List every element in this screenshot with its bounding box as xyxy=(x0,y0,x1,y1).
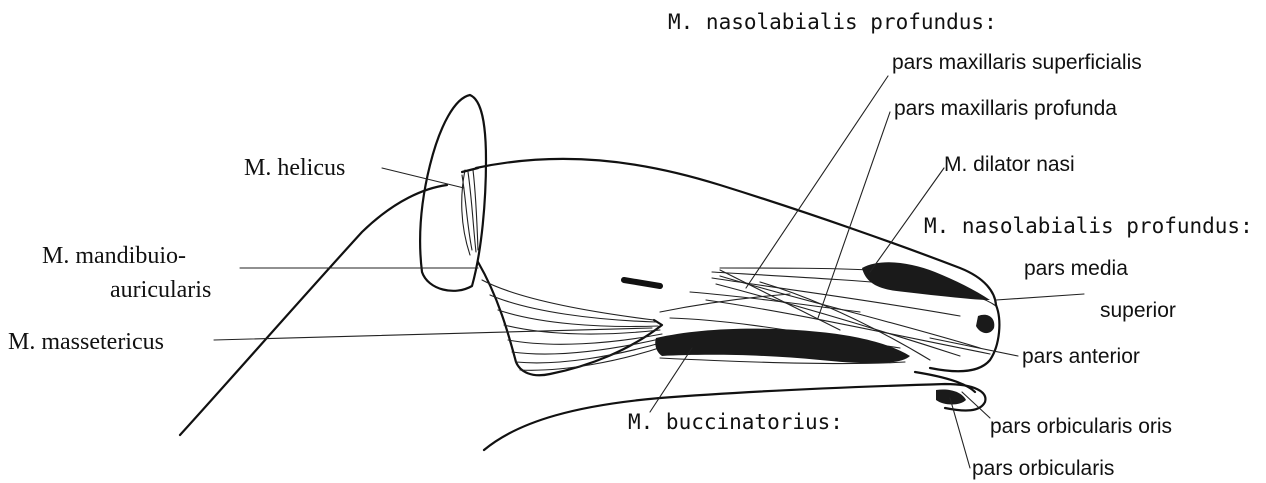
dilator-nasi-muscle xyxy=(862,262,990,300)
label-pars-maxillaris-profunda: pars maxillaris profunda xyxy=(894,98,1117,119)
ear-outline xyxy=(420,95,486,291)
nasal-tip-mark xyxy=(976,315,994,333)
label-mandibulo-auricularis-line1: M. mandibuio- xyxy=(42,244,186,268)
label-massetericus: M. massetericus xyxy=(8,330,164,354)
buccinator-muscle xyxy=(655,329,910,364)
snout-lower-outline xyxy=(930,305,999,371)
label-helicus: M. helicus xyxy=(244,156,345,180)
masseter-muscle xyxy=(478,262,665,375)
label-dilator-nasi: M. dilator nasi xyxy=(944,154,1075,175)
label-pars-maxillaris-superficialis: pars maxillaris superficialis xyxy=(892,52,1142,73)
eye-slit xyxy=(624,280,660,286)
label-buccinatorius: M. buccinatorius: xyxy=(628,412,843,433)
label-pars-anterior: pars anterior xyxy=(1022,346,1140,367)
label-pars-media: pars media xyxy=(1024,258,1128,279)
label-pars-orbicularis: pars orbicularis xyxy=(972,458,1114,479)
lip-outline xyxy=(915,372,975,392)
label-pars-orbicularis-oris: pars orbicularis oris xyxy=(990,416,1172,437)
head-outline xyxy=(180,185,447,435)
label-nasolabialis-profundus-top: M. nasolabialis profundus: xyxy=(668,12,997,33)
label-nasolabialis-profundus-mid: M. nasolabialis profundus: xyxy=(924,216,1253,237)
helicus-muscle xyxy=(462,168,478,252)
label-mandibulo-auricularis-line2: auricularis xyxy=(110,278,211,302)
label-superior: superior xyxy=(1100,300,1176,321)
